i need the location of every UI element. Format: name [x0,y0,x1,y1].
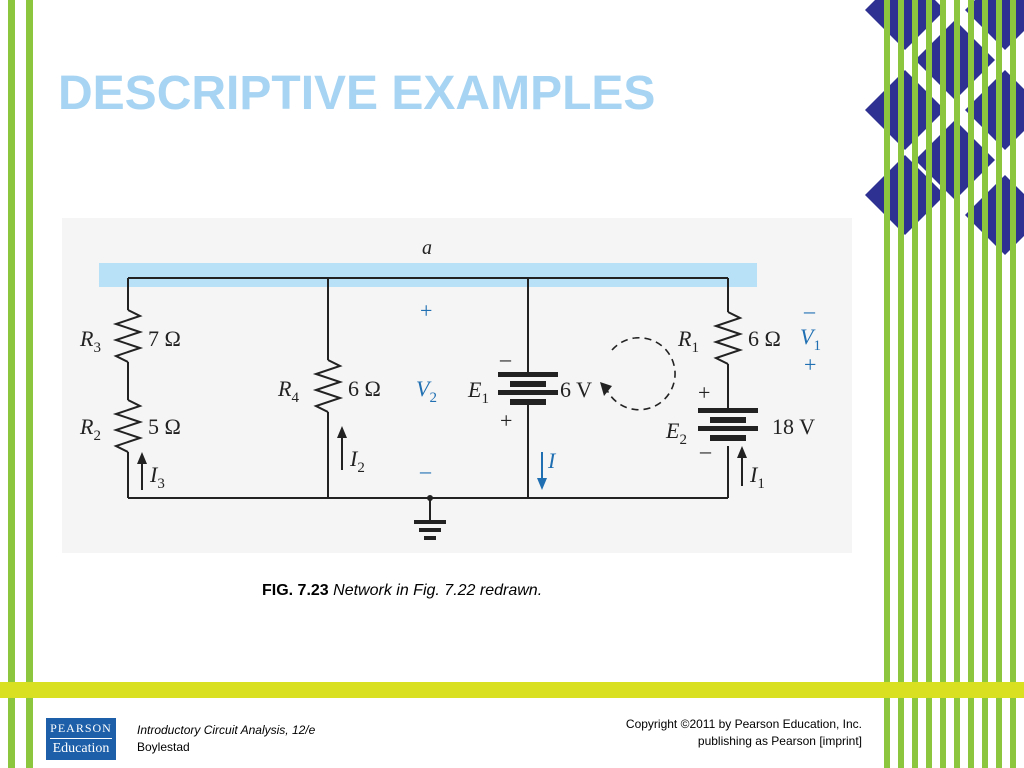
footer-band [0,682,1024,698]
footer-book-info: Introductory Circuit Analysis, 12/e Boyl… [137,722,315,756]
i3-label: I3 [149,462,165,492]
logo-bottom: Education [52,741,110,756]
caption-text: Network in Fig. 7.22 redrawn. [333,582,543,599]
r2-value: 5 Ω [148,414,181,439]
arrow-i2 [337,426,347,438]
pearson-logo: PEARSON Education [46,718,116,760]
arrow-i1 [737,446,747,458]
i2-label: I2 [349,446,365,476]
r3-label: R3 [79,326,101,356]
left-stripe-1 [8,0,15,768]
current-arrows [141,436,743,490]
arrow-i [537,478,547,490]
node-a-label: a [422,237,432,259]
slide-title: DESCRIPTIVE EXAMPLES [58,67,656,120]
e2-value: 18 V [772,414,815,439]
v2-label: V2 [416,376,437,406]
e1-plus: + [500,408,512,433]
v2-minus: – [419,458,432,483]
arrow-i3 [137,452,147,464]
r3-value: 7 Ω [148,326,181,351]
r1-value: 6 Ω [748,326,781,351]
loop-arrow [600,336,676,411]
copyright-line-2: publishing as Pearson [imprint] [697,734,862,748]
node-a-highlight [99,263,757,287]
book-author: Boylestad [137,740,190,754]
v2-plus: + [420,298,432,323]
battery-e2 [698,408,758,441]
book-title: Introductory Circuit Analysis, 12/e [137,723,316,737]
e1-minus: – [499,346,512,371]
v1-label: V1 [800,324,821,354]
e1-label: E1 [467,377,489,407]
logo-top: PEARSON [50,721,112,735]
v1-plus: + [804,352,816,377]
footer-copyright: Copyright ©2011 by Pearson Education, In… [626,716,862,750]
figure-caption: FIG. 7.23 Network in Fig. 7.22 redrawn. [262,582,542,600]
e2-plus: + [698,380,710,405]
e1-value: 6 V [560,377,592,402]
r1-label: R1 [677,326,699,356]
copyright-line-1: Copyright ©2011 by Pearson Education, In… [625,717,862,731]
i-label: I [547,448,557,473]
left-stripe-2 [26,0,33,768]
r4-value: 6 Ω [348,376,381,401]
r2-label: R2 [79,414,101,444]
e2-minus: – [699,438,712,463]
e2-label: E2 [665,418,687,448]
ground-symbol [414,495,446,540]
i1-label: I1 [749,462,765,492]
battery-e1 [498,372,558,405]
circuit-diagram: a [79,237,821,540]
v1-minus: – [803,298,816,323]
r4-label: R4 [277,376,299,406]
circuit-figure: a [62,218,852,553]
caption-label: FIG. 7.23 [262,582,329,599]
